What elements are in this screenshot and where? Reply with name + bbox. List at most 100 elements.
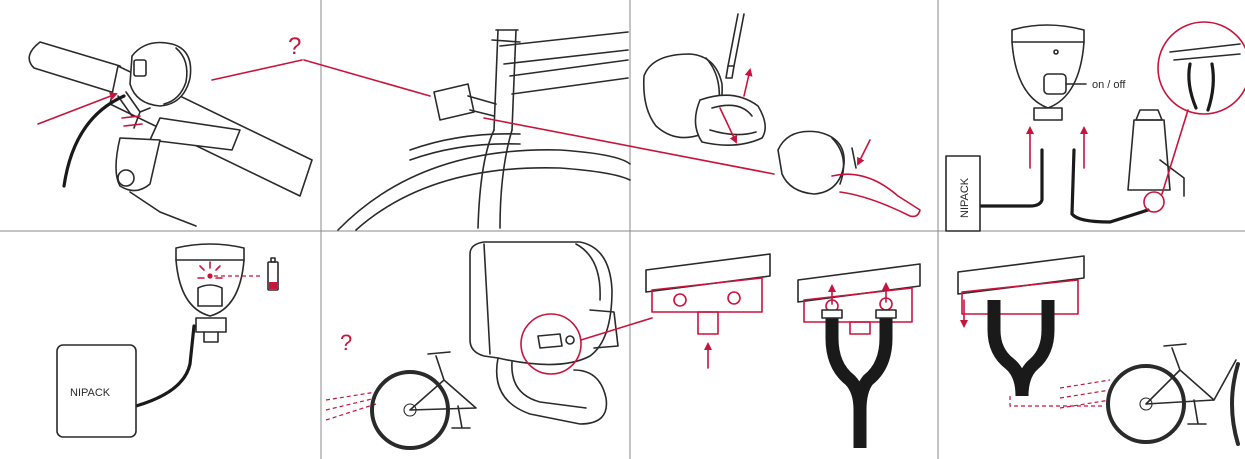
rear-lamp-bracket-inner — [511, 361, 587, 409]
arrow-remove-bracket — [719, 107, 738, 144]
mount-plate-outline-2 — [803, 287, 913, 323]
connector-pin — [565, 335, 575, 345]
zoom-leader — [1161, 109, 1189, 195]
arrow-insert-cable — [37, 92, 118, 125]
nipack-side-box — [945, 155, 981, 232]
stem — [149, 117, 241, 151]
cable-left — [976, 148, 1044, 208]
nipack-box — [56, 344, 137, 438]
nipack-box-label: NIPACK — [70, 387, 111, 399]
lamp-top-slab-2 — [797, 263, 921, 303]
head-tube — [493, 29, 517, 131]
rear-connector-detail — [203, 331, 219, 343]
wheel-inner — [355, 166, 631, 231]
plug-socket — [697, 311, 719, 335]
cable-clip-right — [875, 309, 897, 319]
frame-top-tube — [499, 31, 629, 65]
final-cable-right — [1015, 300, 1055, 397]
panel-lamp-attach — [642, 13, 921, 218]
lamp-connector-block — [1033, 107, 1063, 121]
connector-line-b — [303, 59, 431, 97]
lamp-indicator — [1053, 49, 1059, 55]
arrow-attach — [857, 139, 871, 166]
bracket-highlight — [121, 115, 143, 127]
light-beam-4 — [1059, 379, 1111, 389]
detail-circle-zoom — [1157, 21, 1245, 115]
bike-front-wheel-partial — [1230, 362, 1240, 446]
screwdriver — [727, 13, 745, 67]
rear-lamp-bracket — [496, 357, 608, 425]
nipack-vertical-label: NIPACK — [959, 177, 971, 218]
panel-bike-frame: ? — [211, 29, 775, 231]
battery-level-low — [269, 282, 277, 289]
frame-down-tube — [509, 59, 629, 95]
detail-circle-dynamo — [1143, 191, 1165, 213]
arrow-unscrew — [743, 68, 753, 97]
rear-lamp-rim — [575, 243, 601, 301]
stem-bolt — [117, 169, 135, 187]
screwdriver-tip — [725, 65, 735, 79]
rear-lamp-lens-edge — [483, 243, 491, 355]
question-mark-bottom: ? — [340, 330, 352, 355]
rear-lamp-large — [469, 241, 613, 366]
panel-battery-nipack: NIPACK — [56, 243, 279, 438]
light-beam-6 — [1059, 399, 1111, 409]
status-led — [207, 273, 213, 279]
battery-terminal — [270, 257, 276, 263]
lamp-lens — [163, 47, 188, 105]
panel-handlebar-mount — [28, 41, 313, 227]
on-off-label: on / off — [1092, 79, 1126, 91]
connector-line-c — [483, 117, 775, 175]
y-cable-right — [853, 318, 893, 411]
plug-socket-2 — [849, 321, 871, 335]
zoom-wire-right — [1206, 62, 1215, 112]
panel-connector-plug — [645, 253, 921, 448]
cable-guide-dashed — [1009, 396, 1102, 407]
led-rays — [197, 261, 223, 279]
lamp-top-slab-3 — [957, 255, 1085, 295]
cable-right — [1070, 148, 1150, 224]
bike-frame-small-2 — [1145, 343, 1237, 405]
on-off-button — [1043, 73, 1067, 95]
zoom-wire-left — [1187, 62, 1198, 110]
bike-rear-wheel — [370, 370, 450, 450]
connector-line-a — [211, 59, 303, 81]
panel-rear-lamp: ? — [325, 241, 653, 450]
bike-crank — [451, 405, 471, 429]
nipack-cable — [134, 324, 196, 408]
panel-final-fitting — [957, 255, 1240, 446]
fork-crown — [129, 191, 197, 227]
handlebar-grip — [28, 41, 126, 95]
connector-detail — [537, 333, 563, 349]
hub-dynamo — [1127, 119, 1171, 191]
lamp-front-ring-2 — [831, 137, 845, 185]
panel-wiring: on / off NIPACK — [945, 21, 1245, 232]
question-mark-top: ? — [288, 33, 301, 60]
bike-rear-wheel-2 — [1106, 364, 1186, 444]
fender — [409, 133, 521, 161]
rear-connector — [195, 317, 227, 333]
mount-hole-right — [727, 291, 741, 305]
light-beam-1 — [325, 391, 377, 401]
hub-dynamo-top — [1135, 109, 1163, 121]
light-beam-3 — [325, 403, 377, 421]
stem-top — [491, 29, 521, 43]
light-beam-5 — [1059, 389, 1111, 399]
lamp-body — [129, 41, 192, 107]
lamp-button — [133, 59, 147, 77]
stem-neck — [115, 137, 161, 192]
zoom-housing — [1169, 43, 1241, 61]
lamp-rear-view — [175, 243, 245, 317]
detail-circle-connector — [520, 313, 582, 375]
front-lamp — [433, 83, 475, 121]
dynamo-arm — [1159, 159, 1185, 197]
cable-clip-left — [821, 309, 843, 319]
mount-plate-outline-3 — [961, 279, 1079, 315]
mount-plate-outline — [651, 277, 763, 313]
lamp-top-slab — [645, 253, 771, 293]
light-beam-2 — [325, 397, 377, 411]
dynamo-cable — [62, 94, 126, 188]
connector-leader — [580, 317, 653, 341]
